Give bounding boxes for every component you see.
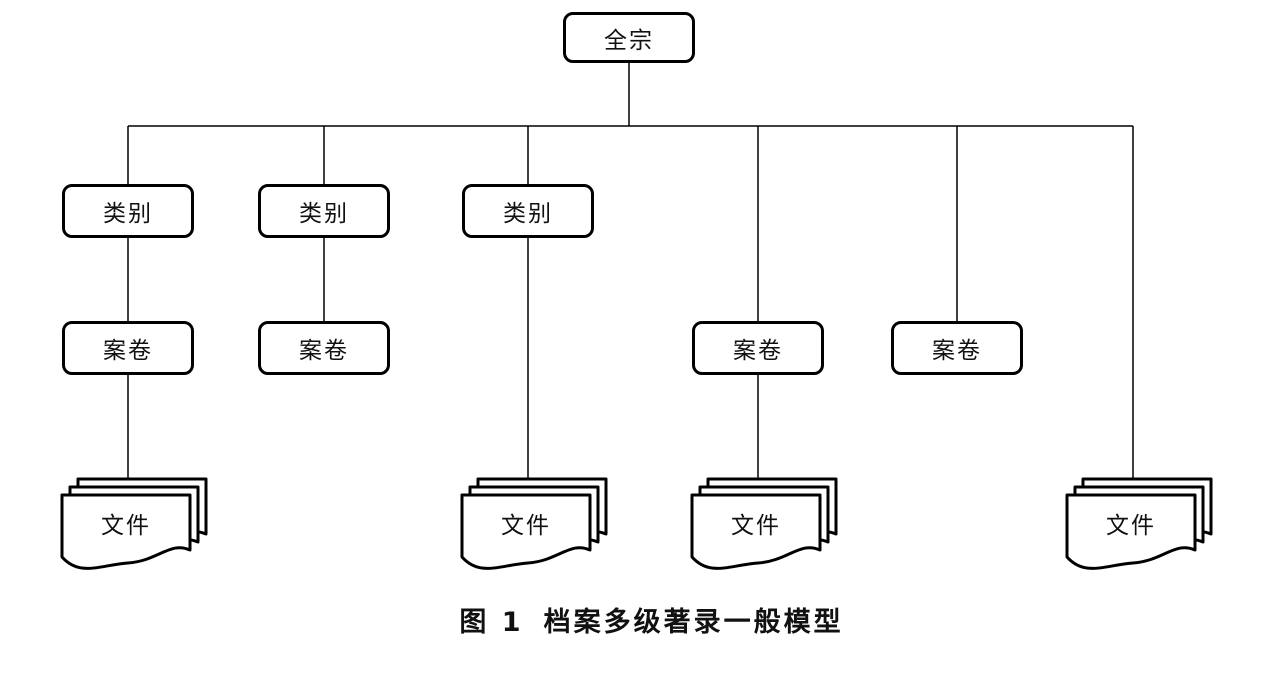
node-folder-4: 案卷: [891, 321, 1023, 375]
document-stack-icon: [1065, 477, 1213, 570]
node-folder-1: 案卷: [62, 321, 194, 375]
document-label: 文件: [101, 512, 151, 539]
figure-number: 图 1: [459, 607, 524, 638]
document-stack-icon: [460, 477, 608, 570]
node-category-2: 类别: [258, 184, 390, 238]
document-label: 文件: [1106, 512, 1156, 539]
node-document-stack-2: 文件: [460, 477, 610, 583]
node-fonds: 全宗: [563, 12, 695, 63]
document-stack-icon: [690, 477, 838, 570]
document-stack-icon: [60, 477, 208, 570]
document-label: 文件: [731, 512, 781, 539]
figure-title: 档案多级著录一般模型: [543, 607, 844, 638]
node-document-stack-3: 文件: [690, 477, 840, 583]
node-document-stack-1: 文件: [60, 477, 210, 583]
node-category-1: 类别: [62, 184, 194, 238]
document-label: 文件: [501, 512, 551, 539]
node-document-stack-4: 文件: [1065, 477, 1215, 583]
node-folder-3: 案卷: [692, 321, 824, 375]
node-category-3: 类别: [462, 184, 594, 238]
node-folder-2: 案卷: [258, 321, 390, 375]
figure-caption: 图 1 档案多级著录一般模型: [26, 600, 1277, 639]
